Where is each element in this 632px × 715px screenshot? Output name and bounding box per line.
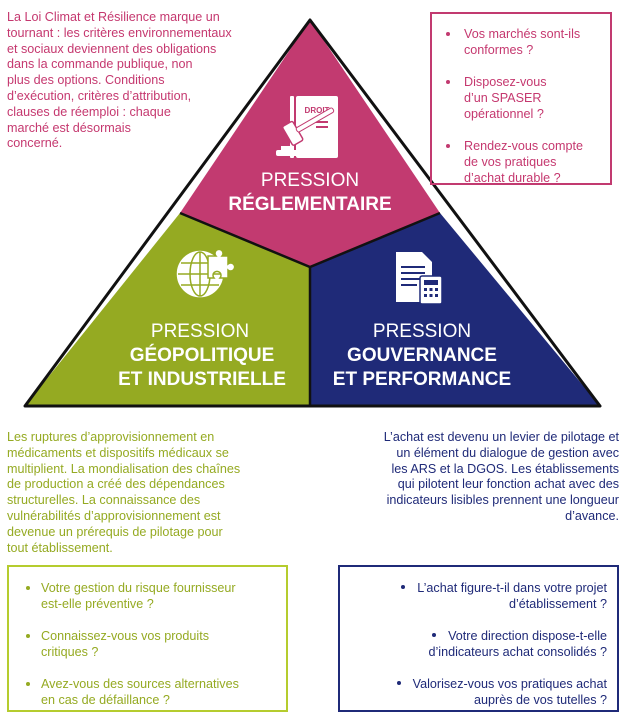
pressure-triangle: DROIT PRESSION RÉGLEMENTAIRE PRESSION GÉ… [23,18,602,408]
reglementaire-description: La Loi Climat et Résilience marque un to… [7,10,232,152]
text-line: indicateurs lisibles prennent une longue… [386,493,619,508]
text-line: et sociaux deviennent des obligations [7,41,217,56]
text-line: L’achat est devenu un levier de pilotage… [383,430,619,444]
label-reglementaire: RÉGLEMENTAIRE [228,193,391,215]
svg-text:DROIT: DROIT [305,106,330,115]
geopolitique-description: Les ruptures d’approvisionnement en médi… [7,430,240,556]
segment-gouvernance [310,213,600,406]
svg-text:PRESSION: PRESSION [373,321,471,342]
svg-text:GÉOPOLITIQUE: GÉOPOLITIQUE [130,344,275,366]
document-calculator-icon [396,252,443,305]
text-line: médicaments et dispositifs médicaux se [7,445,229,460]
text-line: tournant : les critères environnementaux [7,25,232,40]
gavel-law-book-icon: DROIT [276,96,338,158]
text-line: tout établissement. [7,540,113,555]
text-line: vulnérabilités d’approvisionnement est [7,508,221,523]
text-line: d’exécution, critères d’attribution, [7,88,192,103]
text-line: dans la commande publique, non [7,57,193,72]
text-line: un élément du dialogue de gestion avec [396,445,619,460]
text-line: La Loi Climat et Résilience marque un [7,10,220,24]
text-line: devenue un prérequis de pilotage pour [7,524,223,539]
label-pression-top: PRESSION [261,170,359,191]
svg-text:ET PERFORMANCE: ET PERFORMANCE [333,369,511,390]
globe-puzzle-icon [176,248,236,298]
text-line: structurelles. La connaissance des [7,493,201,508]
gouvernance-description: L’achat est devenu un levier de pilotage… [384,430,619,525]
text-line: d’avance. [565,508,619,523]
svg-text:ET INDUSTRIELLE: ET INDUSTRIELLE [118,369,286,390]
svg-text:GOUVERNANCE: GOUVERNANCE [347,345,497,366]
text-line: clauses de réemploi : chaque [7,104,171,119]
text-line: marché est désormais [7,120,131,135]
text-line: les ARS et la DGOS. Les établissements [391,461,620,476]
text-line: Les ruptures d’approvisionnement en [7,430,215,444]
text-line: qui pilotent leur fonction achat avec de… [397,477,619,492]
text-line: multiplient. La mondialisation des chaîn… [7,461,241,476]
text-line: plus des options. Conditions [7,73,165,88]
text-line: concerné. [7,136,63,151]
svg-text:PRESSION: PRESSION [151,321,249,342]
segment-geopolitique [25,213,310,406]
text-line: de production a créé des dépendances [7,477,225,492]
